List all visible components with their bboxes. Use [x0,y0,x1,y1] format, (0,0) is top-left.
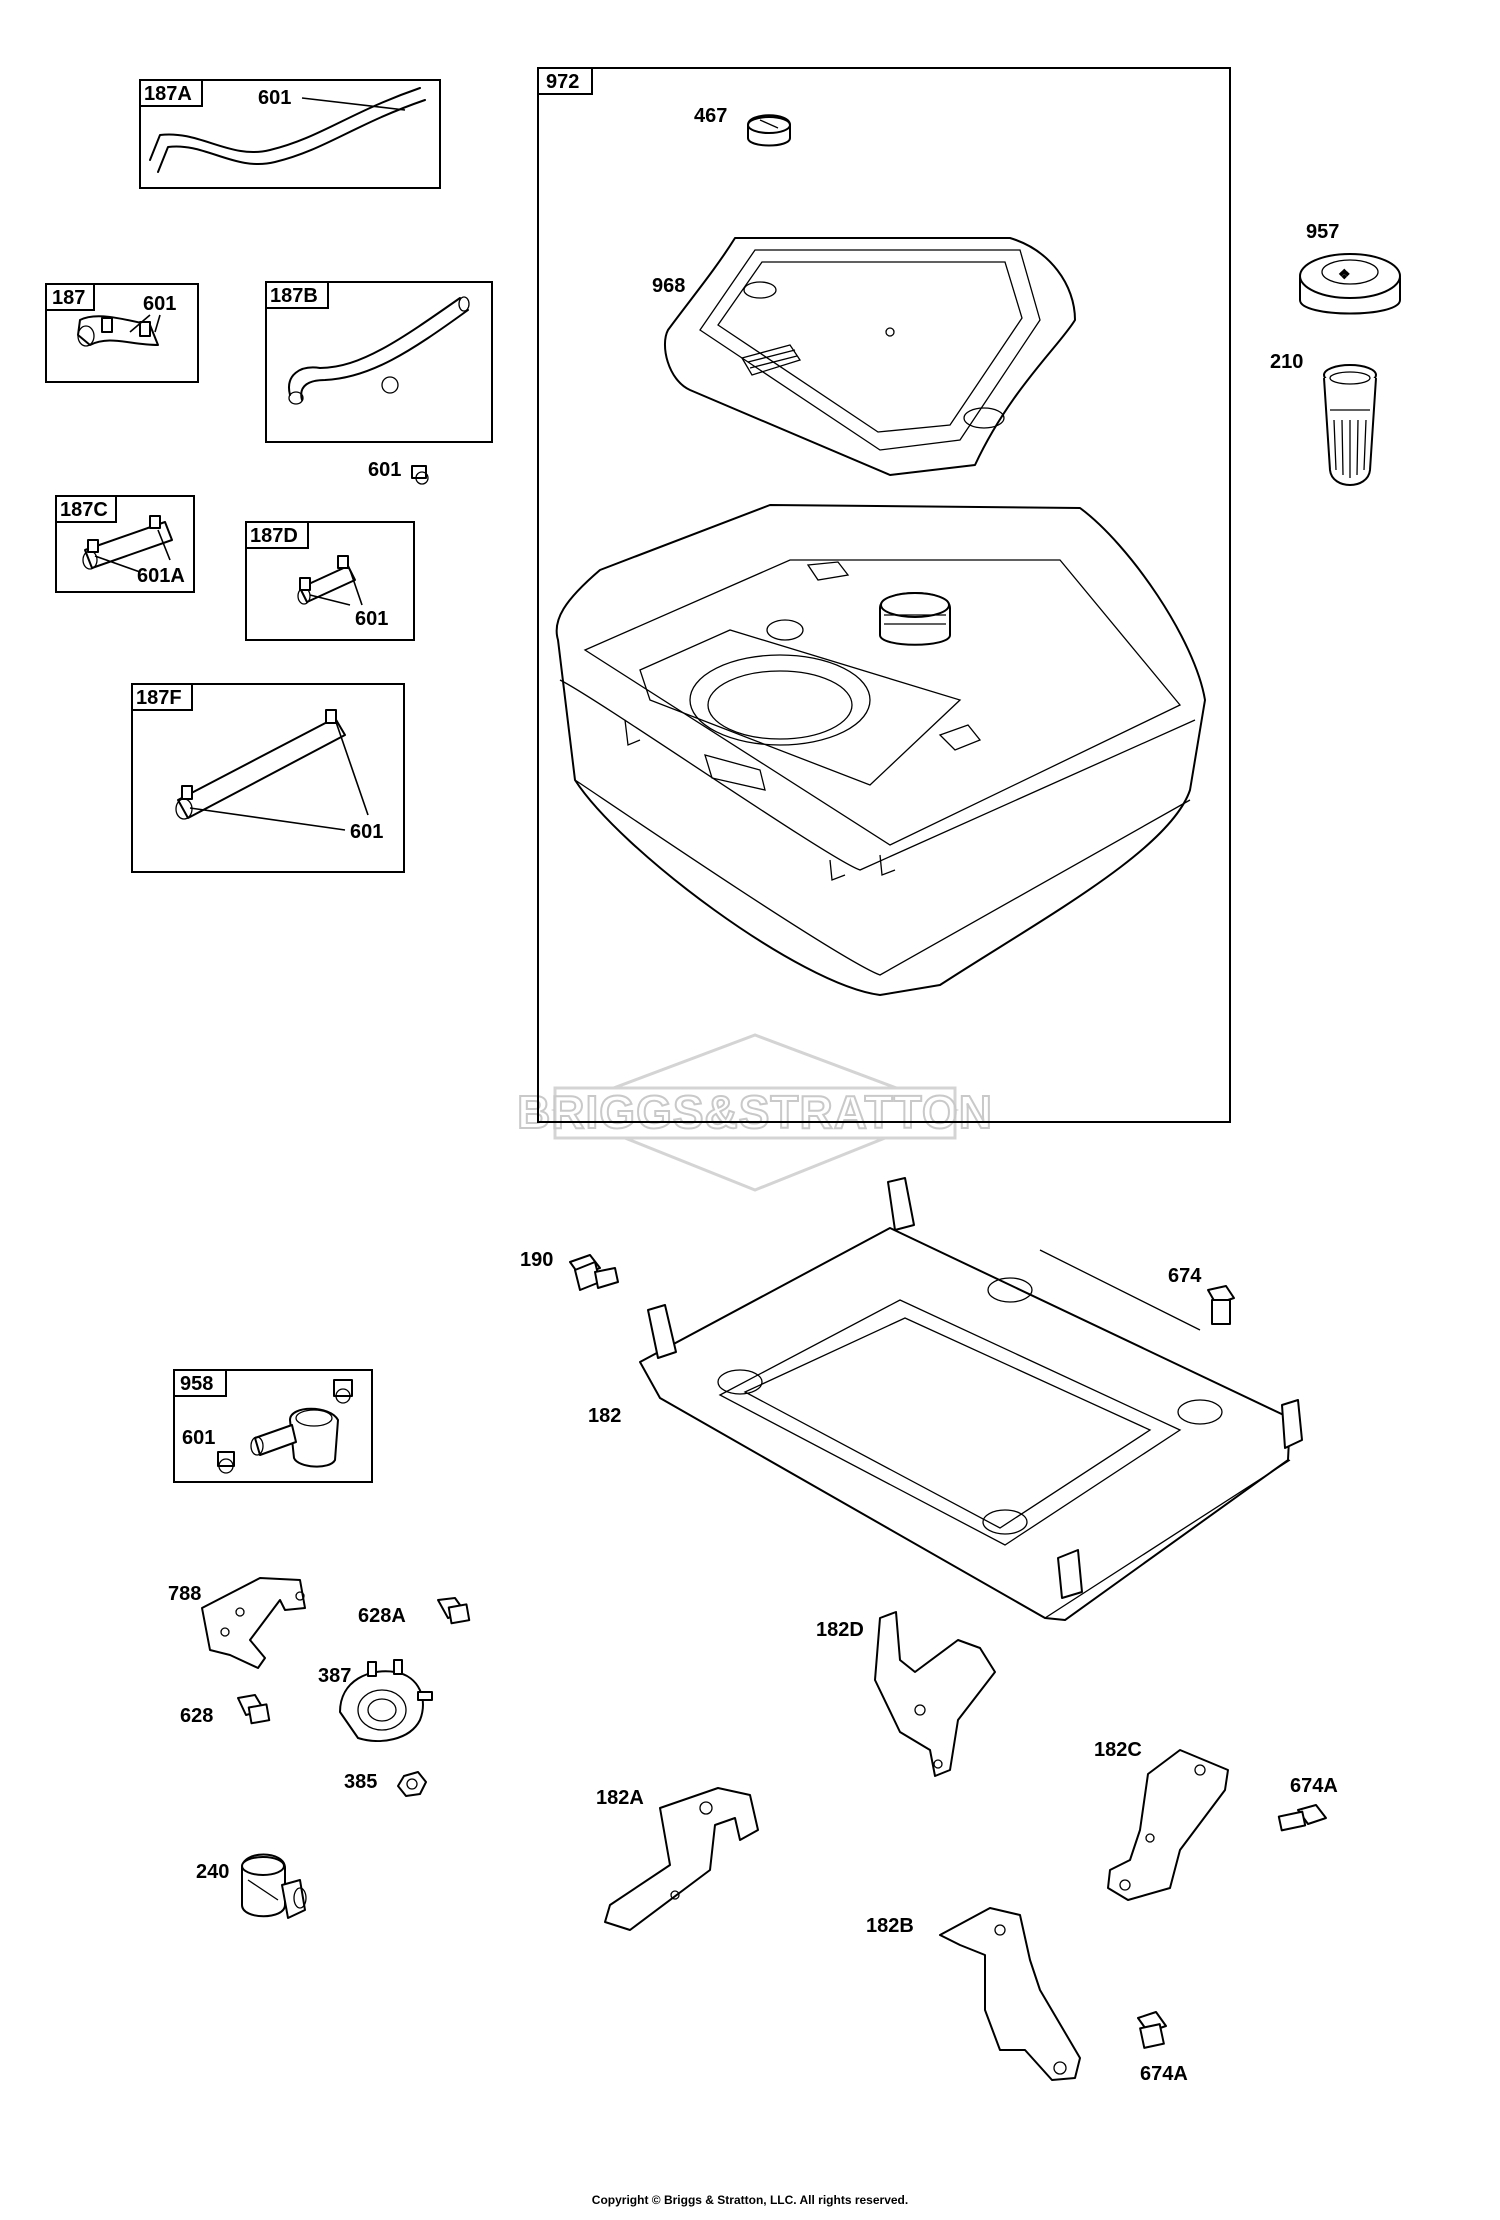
callout-467: 467 [694,105,727,127]
callout-628A: 628A [358,1605,406,1627]
hose-clamp [333,1379,353,1404]
box-label-187B: 187B [270,285,318,307]
callout-182C: 182C [1094,1739,1142,1761]
short-hose [299,565,356,603]
frame-bracket-182B [939,1907,1081,2081]
callout-190: 190 [520,1249,553,1271]
copyright-notice: Copyright © Briggs & Stratton, LLC. All … [592,2193,908,2207]
fuel-line-hose-edge [157,99,426,173]
callout-788: 788 [168,1583,201,1605]
frame-bracket-182C [1107,1749,1229,1901]
kit-box-958: 958 601 [173,1369,373,1483]
box-label-187D: 187D [250,525,298,547]
straight-hose [84,521,173,569]
callout-674A: 674A [1290,1775,1338,1797]
callout-182D: 182D [816,1619,864,1641]
briggs-stratton-watermark: BRIGGS&STRATTON [516,1033,993,1192]
callout-968: 968 [652,275,685,297]
elbow-hose [77,315,159,346]
watermark-text: BRIGGS&STRATTON [517,1086,993,1138]
callout-601: 601 [355,608,388,630]
callout-240: 240 [196,1861,229,1883]
pump-bracket [201,1577,306,1669]
frame-bracket-182A [604,1787,759,1931]
fuel-shutoff-valve [250,1407,339,1468]
callout-210: 210 [1270,351,1303,373]
fuel-filter [241,1853,307,1919]
callout-182: 182 [588,1405,621,1427]
callout-385: 385 [344,1771,377,1793]
kit-box-187B: 187B [265,281,493,443]
callout-957: 957 [1306,221,1339,243]
svg-text:❖: ❖ [1338,266,1351,282]
kit-box-187: 187 601 [45,283,199,383]
long-hose [177,717,346,819]
kit-box-187D: 187D 601 [245,521,415,641]
tank-cap-knob [747,114,791,147]
callout-601A: 601A [137,565,185,587]
fuel-tank [555,504,1206,996]
hex-nut [397,1771,427,1797]
kit-box-972: 972 [537,67,1231,1123]
screw [437,1597,471,1625]
frame-bracket-182D [874,1611,996,1777]
kit-box-187A: 187A 601 [139,79,441,189]
tank-mounting-frame [639,1177,1303,1621]
hex-bolt [1207,1285,1235,1325]
hose-clamp [411,465,429,485]
callout-601: 601 [258,87,291,109]
callout-387: 387 [318,1665,351,1687]
fuel-cap: ❖ [1299,253,1401,315]
fuel-pump [339,1659,433,1742]
callout-674: 674 [1168,1265,1202,1287]
box-label-187: 187 [52,287,85,309]
kit-box-187F: 187F 601 [131,683,405,873]
callout-601-loose-clamp: 601 [368,459,401,481]
callout-182A: 182A [596,1787,644,1809]
shoulder-bolt [569,1254,619,1291]
hose-clamp [217,1451,235,1474]
callout-601: 601 [350,821,383,843]
callout-182B: 182B [866,1915,914,1937]
box-label-187A: 187A [144,83,192,105]
curved-hose [288,297,461,396]
kit-box-187C: 187C 601A [55,495,195,593]
box-label-958: 958 [180,1373,213,1395]
callout-601: 601 [143,293,176,315]
screw [1137,2011,1167,2049]
callout-601: 601 [182,1427,215,1449]
screw [237,1694,271,1725]
box-label-972: 972 [546,71,579,93]
callout-674A: 674A [1140,2063,1188,2085]
screw [1277,1804,1327,1832]
fuel-line-hose [149,87,421,161]
tank-cover [664,237,1076,476]
box-label-187C: 187C [60,499,108,521]
callout-628: 628 [180,1705,213,1727]
fuel-strainer [1323,364,1377,486]
box-label-187F: 187F [136,687,182,709]
